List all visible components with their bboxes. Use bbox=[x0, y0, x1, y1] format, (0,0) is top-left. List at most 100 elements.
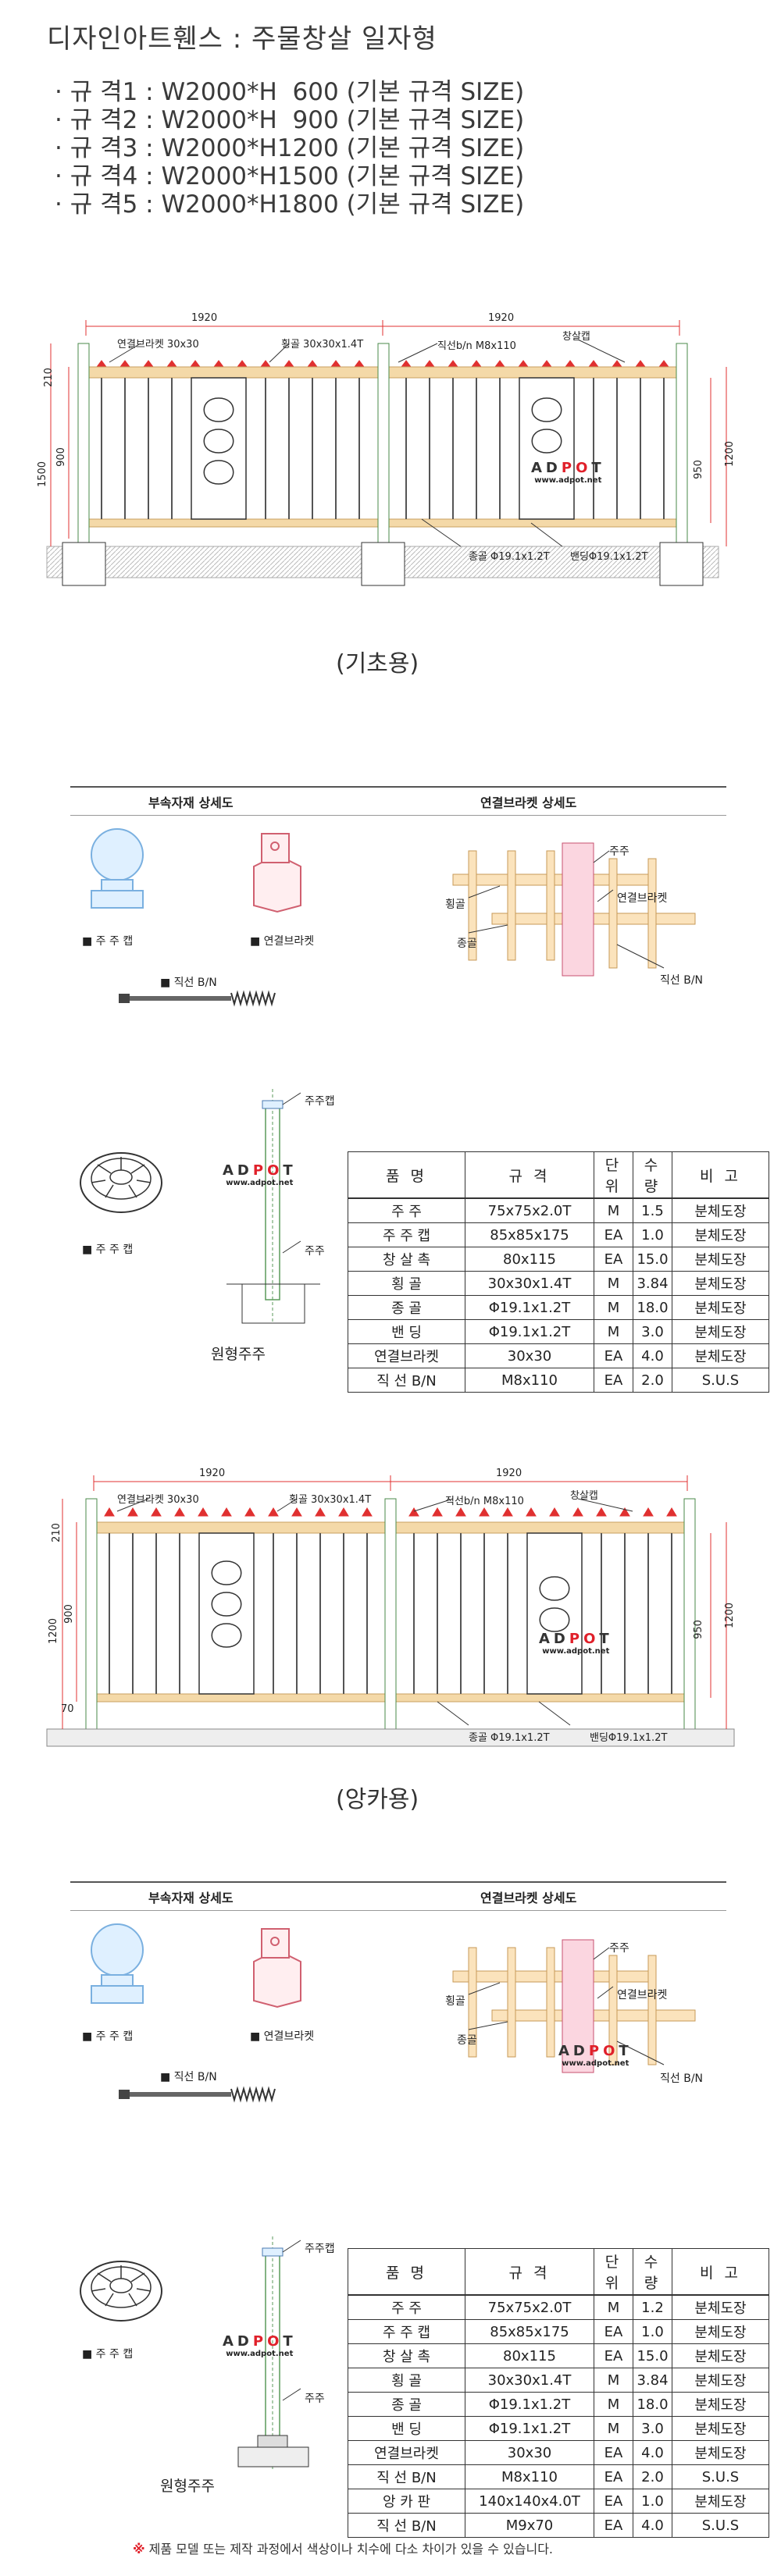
label-bolt: 직선b/n M8x110 bbox=[437, 340, 516, 352]
label-bolt: 직선b/n M8x110 bbox=[445, 1496, 524, 1507]
dim-width-left: 1920 bbox=[199, 1468, 226, 1479]
round-cap-icon bbox=[80, 2261, 162, 2322]
divider bbox=[70, 815, 726, 816]
callout-post: 주주 bbox=[305, 1245, 325, 1258]
post-cap-icon bbox=[91, 828, 144, 909]
dim-70: 70 bbox=[61, 1703, 74, 1715]
col-unit: 단위 bbox=[594, 1151, 633, 1199]
col-spec: 규 격 bbox=[465, 2248, 594, 2296]
label-bracket: 연결브라켓 30x30 bbox=[117, 1494, 199, 1506]
bd-label-bolt: 직선 B/N bbox=[660, 2073, 704, 2085]
label-post-cap: ■ 주 주 캡 bbox=[82, 2030, 134, 2043]
label-band: 밴딩Φ19.1x1.2T bbox=[590, 1732, 668, 1744]
spec-line-2: · 규 격2 : W2000*H 900 (기본 규격 SIZE) bbox=[55, 106, 525, 134]
bd-label-vertical: 종골 bbox=[457, 2034, 477, 2047]
callout-post: 주주 bbox=[305, 2393, 325, 2405]
label-round-cap: ■ 주 주 캡 bbox=[82, 1244, 134, 1256]
brand-logo: ADPOT www.adpot.net bbox=[223, 1162, 297, 1187]
heading-parts: 부속자재 상세도 bbox=[148, 795, 234, 810]
round-post-drawing bbox=[237, 2236, 309, 2471]
col-unit: 단위 bbox=[594, 2248, 633, 2296]
bracket-icon bbox=[253, 833, 301, 913]
bd-label-rail: 횡골 bbox=[445, 1995, 465, 2008]
bd-label-vertical: 종골 bbox=[457, 938, 477, 950]
label-vertical: 종골 Φ19.1x1.2T bbox=[469, 1732, 550, 1744]
divider bbox=[70, 786, 726, 788]
caption-foundation: (기초용) bbox=[336, 650, 419, 678]
label-rail: 횡골 30x30x1.4T bbox=[281, 339, 364, 350]
dim-1200b: 1200 bbox=[724, 1602, 736, 1629]
spike-row bbox=[96, 360, 669, 368]
spec-line-4: · 규 격4 : W2000*H1500 (기본 규격 SIZE) bbox=[55, 162, 525, 190]
label-vertical: 종골 Φ19.1x1.2T bbox=[469, 551, 550, 563]
brand-logo: ADPOT www.adpot.net bbox=[531, 460, 605, 485]
dim-width-right: 1920 bbox=[496, 1468, 522, 1479]
dim-210: 210 bbox=[42, 368, 55, 387]
divider bbox=[70, 1910, 726, 1911]
bd-label-rail: 횡골 bbox=[445, 898, 465, 911]
col-spec: 규 격 bbox=[465, 1151, 594, 1199]
bolt-icon bbox=[119, 990, 276, 1007]
spec-line-3: · 규 격3 : W2000*H1200 (기본 규격 SIZE) bbox=[55, 134, 525, 162]
label-rail: 횡골 30x30x1.4T bbox=[289, 1494, 372, 1506]
brand-logo: ADPOT www.adpot.net bbox=[539, 1631, 613, 1656]
bracket-icon bbox=[253, 1928, 301, 2008]
brand-logo: ADPOT www.adpot.net bbox=[223, 2333, 297, 2358]
footer-note-text: 제품 모델 또는 제작 과정에서 색상이나 치수에 다소 차이가 있을 수 있습… bbox=[148, 2542, 554, 2556]
col-name: 품 명 bbox=[348, 1151, 465, 1199]
col-note: 비 고 bbox=[672, 2248, 769, 2296]
caption-anchor: (앙카용) bbox=[336, 1786, 419, 1813]
dim-1200: 1200 bbox=[48, 1617, 60, 1645]
dim-210: 210 bbox=[50, 1523, 62, 1542]
fence-drawing-foundation bbox=[46, 320, 727, 586]
col-qty: 수량 bbox=[633, 1151, 672, 1199]
col-qty: 수량 bbox=[633, 2248, 672, 2296]
label-bolt: ■ 직선 B/N bbox=[160, 2071, 217, 2083]
col-name: 품 명 bbox=[348, 2248, 465, 2296]
dim-width-left: 1920 bbox=[191, 312, 218, 324]
callout-post-cap: 주주캡 bbox=[305, 2243, 335, 2255]
bd-label-bracket: 연결브라켓 bbox=[617, 892, 668, 905]
footer-note: ※ 제품 모델 또는 제작 과정에서 색상이나 치수에 다소 차이가 있을 수 … bbox=[133, 2539, 553, 2557]
label-cap: 창살캡 bbox=[570, 1490, 598, 1502]
spike-row bbox=[104, 1507, 677, 1517]
label-cap: 창살캡 bbox=[562, 331, 590, 343]
bd-label-bolt: 직선 B/N bbox=[660, 974, 704, 987]
bolt-icon bbox=[119, 2086, 276, 2103]
round-cap-icon bbox=[80, 1152, 162, 1213]
bd-label-bracket: 연결브라켓 bbox=[617, 1989, 668, 2001]
ornament-left bbox=[191, 377, 247, 520]
label-round-post: 원형주주 bbox=[160, 2478, 215, 2495]
fence-drawing-anchor bbox=[46, 1475, 735, 1747]
table-header-row: 품 명 규 격 단위 수량 비 고 bbox=[348, 2248, 769, 2296]
divider bbox=[70, 1881, 726, 1883]
dim-900: 900 bbox=[55, 447, 67, 467]
brand-logo: ADPOT www.adpot.net bbox=[558, 2043, 633, 2068]
ornament-right bbox=[526, 1532, 583, 1695]
label-bracket: ■ 연결브라켓 bbox=[250, 2030, 315, 2043]
label-post-cap: ■ 주 주 캡 bbox=[82, 935, 134, 948]
col-note: 비 고 bbox=[672, 1151, 769, 1199]
label-band: 밴딩Φ19.1x1.2T bbox=[570, 551, 648, 563]
page-title: 디자인아트휀스 : 주물창살 일자형 bbox=[47, 23, 437, 55]
dim-width-right: 1920 bbox=[488, 312, 515, 324]
label-round-post: 원형주주 bbox=[211, 1346, 266, 1363]
bd-label-post: 주주 bbox=[609, 845, 629, 858]
